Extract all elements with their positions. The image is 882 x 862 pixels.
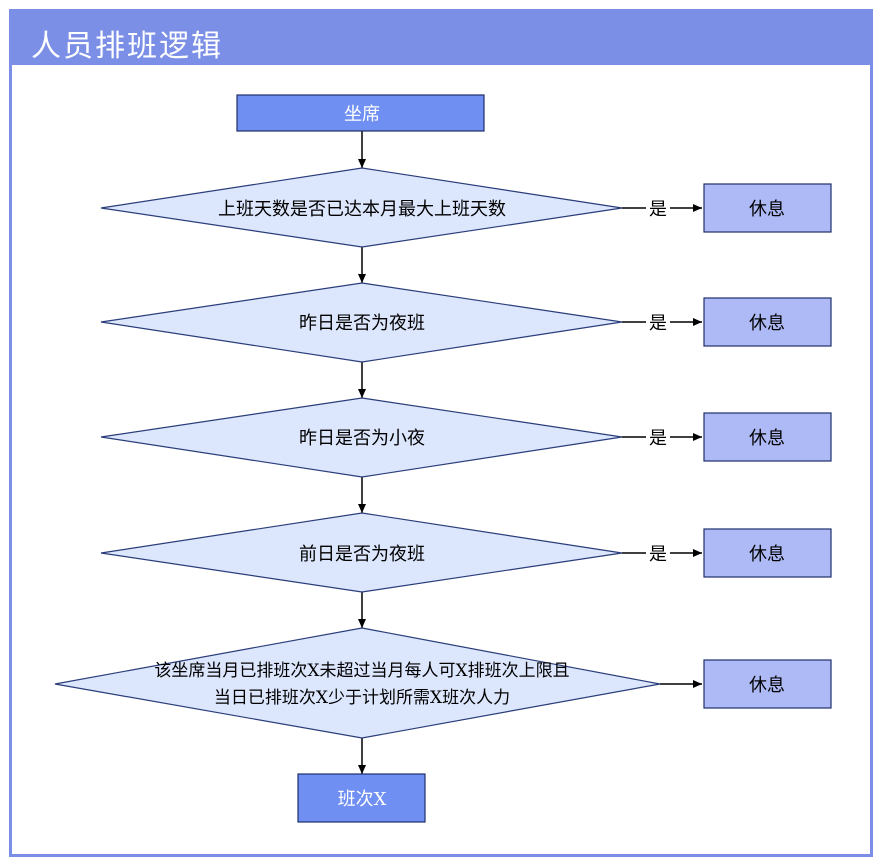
decision-yesterday-night	[100, 282, 623, 363]
decision-daybefore-night-label: 前日是否为夜班	[299, 544, 425, 565]
rest-node-3-label: 休息	[749, 428, 785, 449]
decision-yesterday-late-label: 昨日是否为小夜	[299, 428, 425, 449]
rest-node-4	[703, 528, 832, 578]
rest-node-2-label: 休息	[749, 313, 785, 334]
start-node	[236, 94, 485, 132]
rest-node-3	[703, 412, 832, 462]
end-node-label: 班次X	[338, 789, 387, 810]
decision-shift-limit-label-1: 该坐席当月已排班次X未超过当月每人可X排班次上限且	[154, 661, 569, 681]
rest-node-5	[703, 659, 832, 709]
decision-yesterday-late	[100, 397, 623, 478]
title-bar: 人员排班逻辑	[9, 9, 873, 65]
rest-node-4-label: 休息	[749, 544, 785, 565]
start-node-label: 坐席	[344, 104, 380, 125]
edge-label-yes-4: 是	[649, 544, 667, 565]
edge-label-yes-1: 是	[649, 199, 667, 220]
rest-node-1	[703, 183, 832, 233]
decision-yesterday-night-label: 昨日是否为夜班	[299, 313, 425, 334]
end-node	[297, 773, 426, 823]
edge-label-yes-2: 是	[649, 313, 667, 334]
edge-label-yes-3: 是	[649, 428, 667, 449]
decision-daybefore-night	[100, 512, 623, 593]
rest-node-2	[703, 297, 832, 347]
decision-shift-limit-label-2: 当日已排班次X少于计划所需X班次人力	[214, 688, 510, 708]
page-title: 人员排班逻辑	[31, 29, 223, 64]
rest-node-1-label: 休息	[749, 199, 785, 220]
decision-max-workdays	[100, 167, 623, 248]
rest-node-5-label: 休息	[749, 675, 785, 696]
decision-max-workdays-label: 上班天数是否已达本月最大上班天数	[218, 199, 506, 220]
decision-shift-limit	[54, 627, 661, 739]
